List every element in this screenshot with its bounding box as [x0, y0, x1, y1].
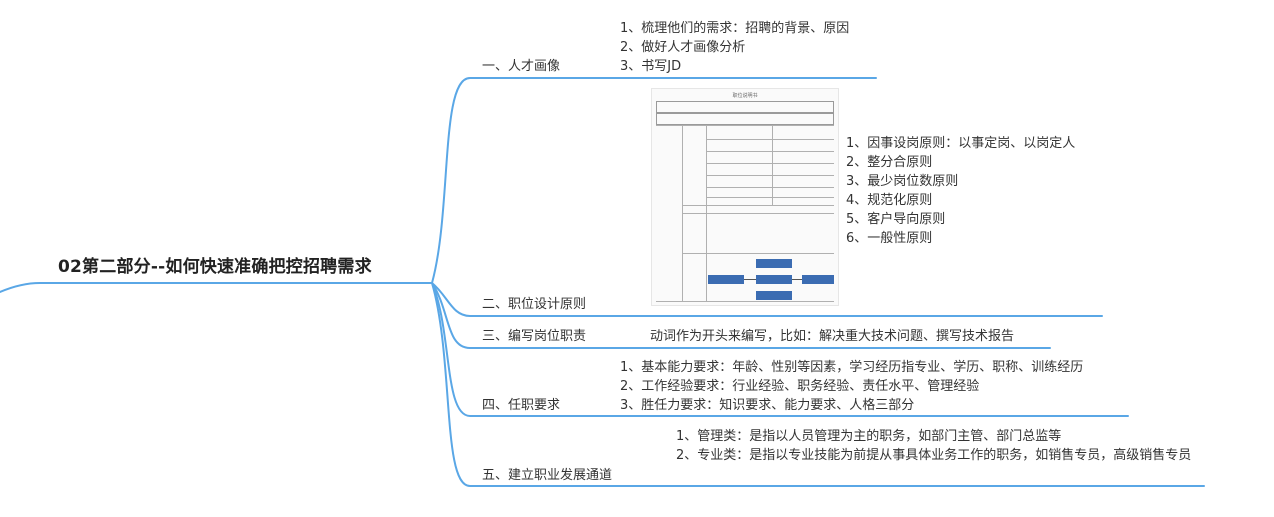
- connector-branch-1: [431, 77, 877, 284]
- detail-line: 3、书写JD: [620, 59, 682, 74]
- branch-career-path[interactable]: 五、建立职业发展通道: [482, 468, 613, 483]
- connector-branch-4: [431, 282, 1129, 417]
- career-path-details: 1、管理类：是指以人员管理为主的职务，如部门主管、部门总监等 2、专业类：是指以…: [676, 427, 1196, 465]
- image-rule: [706, 139, 834, 140]
- detail-line: 2、专业类：是指以专业技能为前提从事具体业务工作的职务，如销售专员，高级销售专员: [676, 448, 1192, 463]
- image-diagram-box: [756, 275, 792, 284]
- image-caption: 职位说明书: [732, 93, 758, 99]
- image-rule: [706, 163, 834, 164]
- detail-line: 6、一般性原则: [846, 231, 933, 246]
- detail-line: 3、胜任力要求：知识要求、能力要求、人格三部分: [620, 398, 915, 413]
- branch-write-job-duties[interactable]: 三、编写岗位职责: [482, 329, 587, 344]
- image-rule: [682, 213, 834, 214]
- image-rule: [706, 151, 834, 152]
- job-requirements-details: 1、基本能力要求：年龄、性别等因素，学习经历指专业、学历、职称、训练经历 2、工…: [620, 358, 1083, 415]
- detail-line: 5、客户导向原则: [846, 212, 946, 227]
- image-rule: [682, 205, 834, 206]
- detail-line: 2、做好人才画像分析: [620, 40, 746, 55]
- image-rule: [772, 125, 773, 205]
- image-rule: [656, 301, 834, 302]
- talent-profile-details: 1、梳理他们的需求：招聘的背景、原因 2、做好人才画像分析 3、书写JD: [620, 19, 849, 76]
- image-rule: [706, 175, 834, 176]
- image-rule: [656, 125, 834, 126]
- connector-branch-5: [431, 282, 1205, 487]
- image-diagram-box: [756, 259, 792, 268]
- detail-line: 2、整分合原则: [846, 155, 933, 170]
- detail-line: 1、梳理他们的需求：招聘的背景、原因: [620, 21, 850, 36]
- job-description-template-image: 职位说明书: [651, 88, 839, 306]
- image-rule: [706, 197, 834, 198]
- detail-line: 3、最少岗位数原则: [846, 174, 959, 189]
- image-row: [656, 101, 834, 113]
- image-diagram-box: [756, 291, 792, 300]
- detail-line: 1、基本能力要求：年龄、性别等因素，学习经历指专业、学历、职称、训练经历: [620, 360, 1084, 375]
- connector-branch-3: [431, 282, 1051, 349]
- branch-position-design-principles[interactable]: 二、职位设计原则: [482, 297, 587, 312]
- position-design-details: 1、因事设岗原则：以事定岗、以岗定人 2、整分合原则 3、最少岗位数原则 4、规…: [846, 134, 1075, 248]
- detail-line: 1、管理类：是指以人员管理为主的职务，如部门主管、部门总监等: [676, 429, 1062, 444]
- image-rule: [682, 253, 834, 254]
- root-topic[interactable]: 02第二部分--如何快速准确把控招聘需求: [58, 257, 372, 277]
- branch-job-requirements[interactable]: 四、任职要求: [482, 398, 561, 413]
- image-diagram-arrow: [792, 279, 802, 280]
- detail-line: 1、因事设岗原则：以事定岗、以岗定人: [846, 136, 1076, 151]
- image-diagram-box: [802, 275, 834, 284]
- image-diagram-box: [708, 275, 744, 284]
- connector-root-in: [0, 282, 433, 293]
- image-row: [656, 113, 834, 125]
- detail-line: 2、工作经验要求：行业经验、职务经验、责任水平、管理经验: [620, 379, 980, 394]
- connector-branch-2: [431, 282, 1103, 317]
- image-diagram-arrow: [744, 279, 756, 280]
- image-rule: [706, 187, 834, 188]
- detail-line: 4、规范化原则: [846, 193, 933, 208]
- branch-talent-profile[interactable]: 一、人才画像: [482, 59, 561, 74]
- job-duties-detail: 动词作为开头来编写，比如：解决重大技术问题、撰写技术报告: [650, 329, 1015, 344]
